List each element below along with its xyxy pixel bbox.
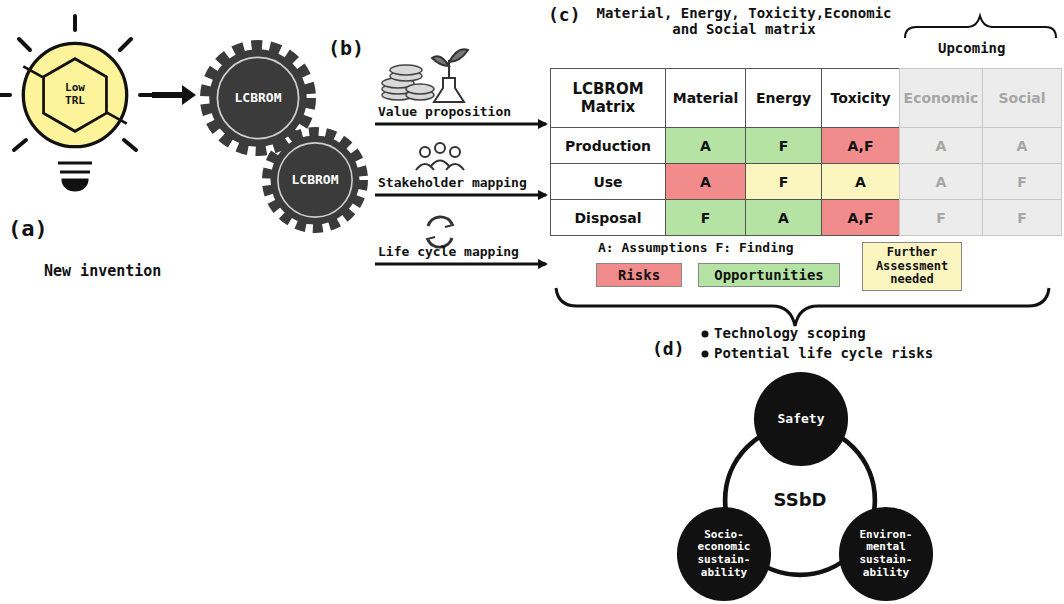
arrow-shaft (152, 92, 184, 98)
panel-letter: (d) (652, 338, 685, 359)
bullet (702, 351, 709, 358)
table-cell: A (821, 163, 900, 200)
upcoming-brace (905, 16, 1056, 38)
flow-arrow (152, 85, 196, 105)
gear-node: LCBROM (262, 127, 368, 233)
panel-letter: (b) (328, 36, 364, 60)
legend-text: Risks (618, 267, 660, 283)
legend-text: Opportunities (714, 267, 824, 283)
table-cell: A (982, 127, 1062, 164)
legend-text: Further Assessment needed (868, 246, 956, 287)
legend-swatch: Opportunities (698, 263, 840, 287)
table-value: A (936, 138, 947, 154)
table-cell: LCBROM Matrix (550, 68, 666, 128)
pillar-circle: Safety (753, 371, 849, 467)
panel-letter: (c) (548, 4, 581, 25)
people-icon (416, 143, 464, 170)
table-header: Use (593, 174, 622, 190)
table-cell: A (745, 199, 822, 236)
legend-swatch: Risks (596, 263, 682, 287)
table-value: F (779, 138, 789, 154)
arrow-label: Life cycle mapping (378, 244, 519, 259)
bulb-base (58, 163, 92, 190)
table-value: F (701, 210, 711, 226)
table-cell: F (982, 163, 1062, 200)
table-cell: F (899, 199, 983, 236)
caption-text: New invention (44, 262, 161, 280)
node-label: Low TRL (58, 82, 92, 107)
table-value: F (936, 210, 946, 226)
table-value: F (1017, 174, 1027, 190)
coins-icon (382, 65, 434, 100)
table-cell: Use (550, 163, 666, 200)
node-label: LCBROM (292, 173, 339, 188)
arrow-label: Stakeholder mapping (378, 175, 527, 190)
legend-swatch: Further Assessment needed (862, 242, 962, 291)
table-value: A (778, 210, 789, 226)
table-value: A (936, 174, 947, 190)
table-cell: A,F (821, 127, 900, 164)
note-label: Upcoming (938, 40, 1005, 56)
table-cell: A (899, 163, 983, 200)
table-header: LCBROM Matrix (551, 80, 665, 116)
table-cell: F (982, 199, 1062, 236)
table-value: A,F (848, 210, 874, 226)
arrow-label: Value proposition (378, 104, 511, 119)
table-value: A,F (848, 138, 874, 154)
cycle-icon (427, 217, 453, 247)
table-header: Disposal (575, 210, 642, 226)
table-cell: A (665, 163, 746, 200)
table-cell: F (745, 127, 822, 164)
table-cell: Energy (745, 68, 822, 128)
table-header: Production (565, 138, 651, 154)
table-cell: A (899, 127, 983, 164)
table-header: Toxicity (830, 90, 890, 106)
flask-icon (432, 49, 468, 102)
table-cell: A (665, 127, 746, 164)
table-value: F (779, 174, 789, 190)
bulb-rays (0, 16, 154, 150)
table-value: A (700, 174, 711, 190)
table-cell: F (665, 199, 746, 236)
table-value: A (700, 138, 711, 154)
table-cell: Production (550, 127, 666, 164)
node-label: LCBROM (235, 91, 282, 106)
table-value: A (1017, 138, 1028, 154)
table-value: F (1017, 210, 1027, 226)
key-note: A: Assumptions F: Finding (598, 240, 794, 255)
matrix-title: Material, Energy, Toxicity,Economic and … (584, 5, 904, 37)
method-arrows (375, 124, 546, 264)
pillar-circle: Environ- mental sustain- ability (838, 506, 934, 602)
table-cell: Toxicity (821, 68, 900, 128)
table-cell: Economic (899, 68, 983, 128)
table-cell: Material (665, 68, 746, 128)
pillar-circle: Socio- economic sustain- ability (676, 506, 772, 602)
table-header: Social (998, 90, 1045, 106)
table-header: Material (673, 90, 739, 106)
arrow-head (182, 85, 196, 105)
bullet-text: Technology scoping (714, 325, 866, 341)
bullet (702, 331, 709, 338)
table-cell: Social (982, 68, 1062, 128)
node-label: Socio- economic sustain- ability (688, 529, 760, 580)
table-cell: Disposal (550, 199, 666, 236)
table-header: Energy (756, 90, 811, 106)
node-label: Environ- mental sustain- ability (850, 529, 922, 580)
table-header: Economic (904, 90, 979, 106)
bullet-text: Potential life cycle risks (714, 345, 933, 361)
summary-brace (556, 288, 1049, 326)
node-label: SSbD (774, 490, 827, 511)
panel-letter: (a) (8, 216, 48, 241)
lightbulb-node: Low TRL (20, 40, 130, 150)
table-value: A (855, 174, 866, 190)
table-cell: A,F (821, 199, 900, 236)
node-label: Safety (778, 412, 825, 427)
table-cell: F (745, 163, 822, 200)
